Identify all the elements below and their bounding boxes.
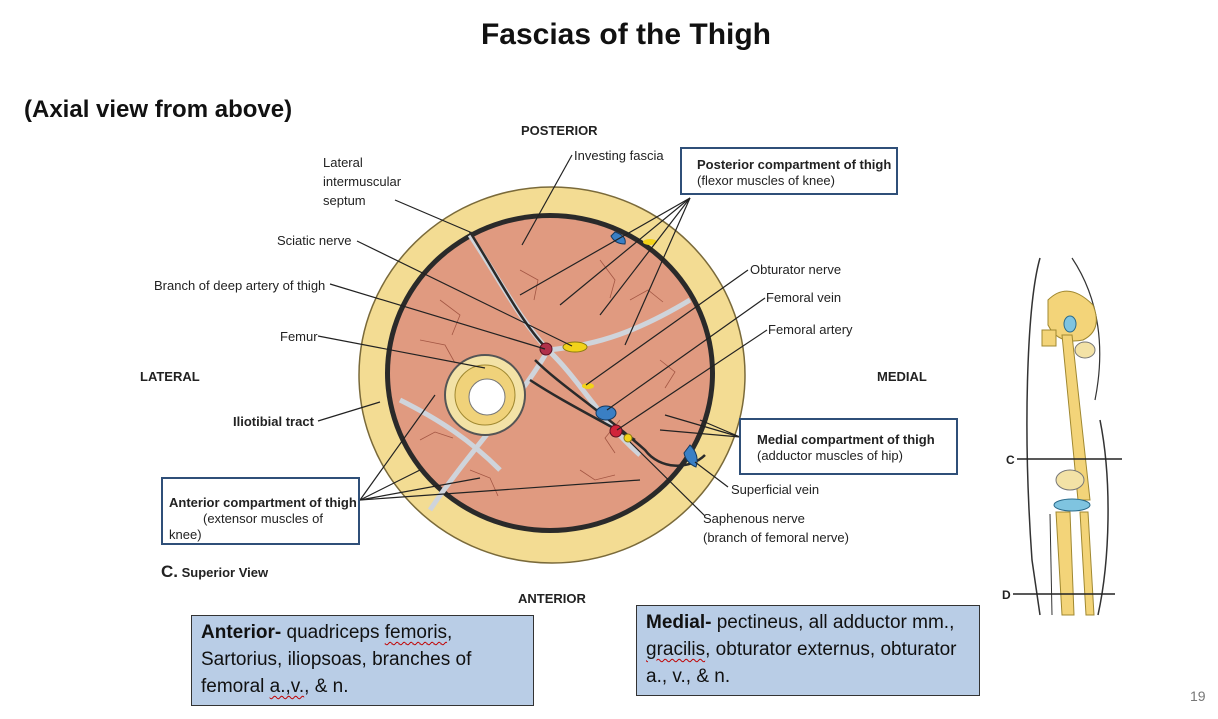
saphenous-nerve-label: Saphenous nerve (branch of femoral nerve…: [703, 511, 849, 545]
saphenous-nerve-shape: [623, 433, 633, 443]
superficial-vein-shape: [683, 444, 698, 468]
femoral-artery-shape: [609, 424, 623, 438]
obturator-nerve-shape: [582, 383, 594, 389]
anterior-note-box: Anterior- quadriceps femoris, Sartorius,…: [191, 615, 534, 706]
leader-lines: [317, 154, 768, 517]
deep-artery-branch: [539, 342, 553, 356]
superficial-vein-label: Superficial vein: [731, 482, 820, 497]
obturator-nerve-label: Obturator nerve: [750, 262, 842, 277]
medial-note-box: Medial- pectineus, all adductor mm., gra…: [636, 605, 980, 696]
page-number: 19: [1190, 688, 1206, 704]
anterior-label: ANTERIOR: [518, 591, 586, 606]
femur-marrow: [468, 378, 506, 416]
anterior-compartment-box: Anterior compartment of thigh (extensor …: [161, 477, 360, 545]
femoral-vein-shape: [595, 405, 617, 421]
deep-artery-label: Branch of deep artery of thigh: [154, 278, 326, 293]
lateral-label: LATERAL: [140, 369, 200, 384]
slide-subtitle: (Axial view from above): [24, 96, 293, 123]
femur-label: Femur: [280, 329, 318, 344]
iliotibial-tract-label: Iliotibial tract: [233, 414, 314, 429]
leg-skeleton-illustration: [1026, 257, 1109, 616]
medial-compartment-box: Medial compartment of thigh (adductor mu…: [739, 418, 958, 475]
figure-caption: C. Superior View: [161, 562, 269, 581]
medial-label: MEDIAL: [877, 369, 927, 384]
sciatic-nerve-label: Sciatic nerve: [277, 233, 352, 248]
femoral-vein-label: Femoral vein: [766, 290, 842, 305]
fascia-dark-lines: [468, 231, 706, 467]
investing-fascia-label: Investing fascia: [574, 148, 664, 163]
lateral-septum-label: Lateral intermuscular septum: [323, 155, 402, 208]
level-d-label: D: [1002, 588, 1011, 602]
muscle-texture: [419, 259, 676, 497]
femoral-artery-label: Femoral artery: [768, 322, 853, 337]
posterior-compartment-box: Posterior compartment of thigh (flexor m…: [680, 147, 898, 195]
level-c-label: C: [1006, 453, 1015, 467]
posterior-vein-shape: [610, 231, 626, 245]
posterior-label: POSTERIOR: [521, 123, 598, 138]
slide-title: Fascias of the Thigh: [480, 18, 772, 51]
